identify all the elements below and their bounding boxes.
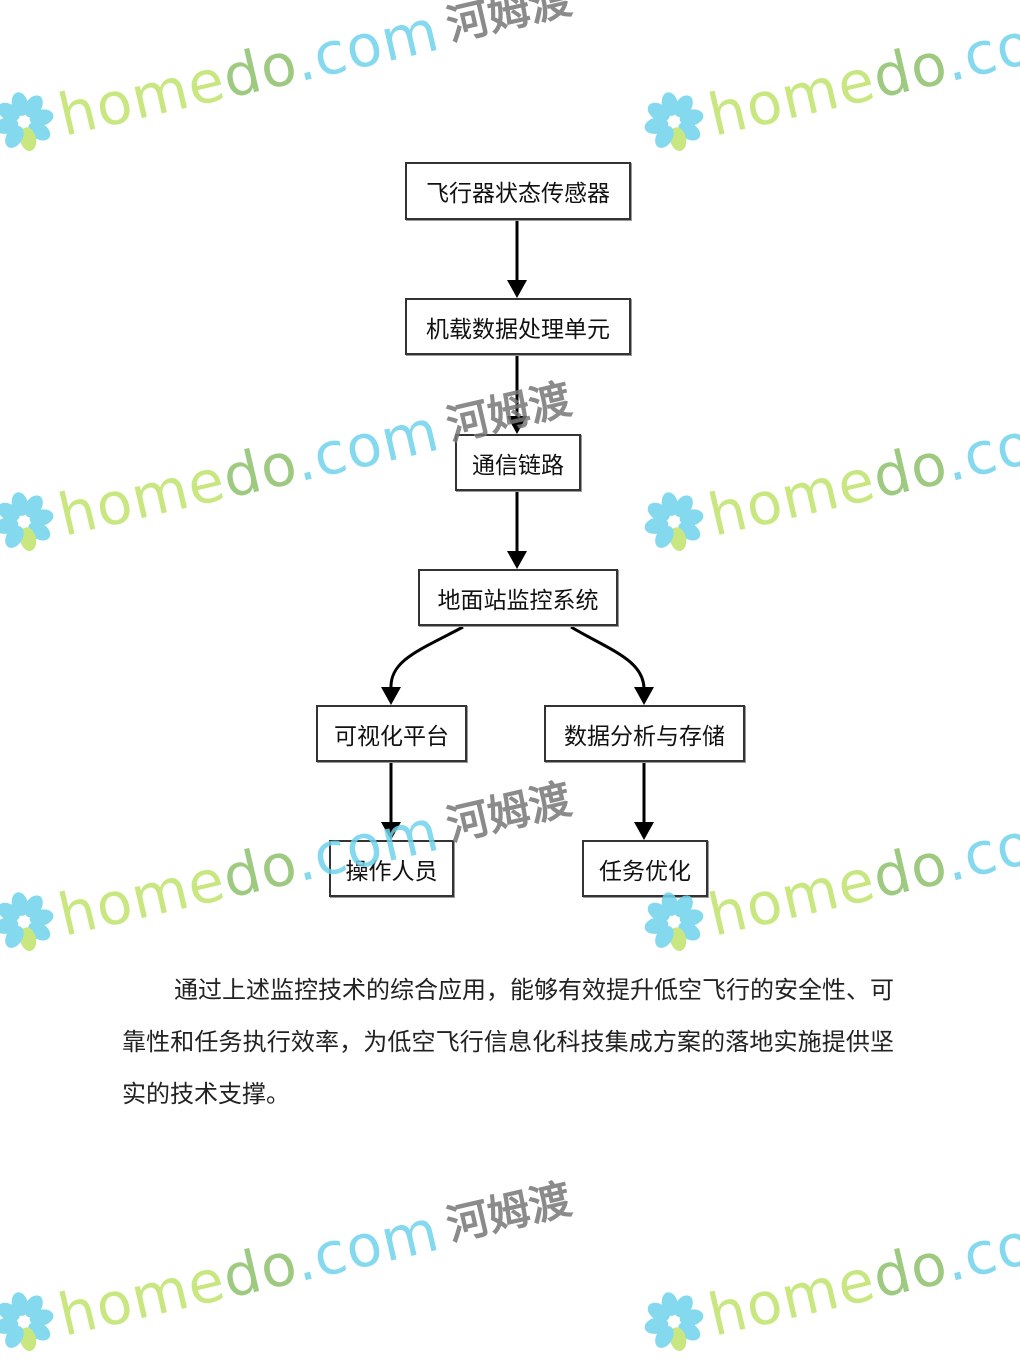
node-operators: 操作人员 <box>329 840 454 897</box>
node-task-optimization: 任务优化 <box>582 840 708 897</box>
node-aircraft-sensors: 飞行器状态传感器 <box>405 162 631 220</box>
node-onboard-processing: 机载数据处理单元 <box>405 298 631 355</box>
body-paragraph: 通过上述监控技术的综合应用，能够有效提升低空飞行的安全性、可靠性和任务执行效率，… <box>122 976 894 1108</box>
arrow-4-5 <box>389 625 464 689</box>
node-data-analysis: 数据分析与存储 <box>544 705 745 762</box>
node-ground-station: 地面站监控系统 <box>418 569 618 626</box>
node-comm-link: 通信链路 <box>455 434 581 491</box>
flowchart-arrows <box>381 219 654 840</box>
arrow-4-6 <box>570 625 646 689</box>
node-visualization: 可视化平台 <box>316 705 467 762</box>
